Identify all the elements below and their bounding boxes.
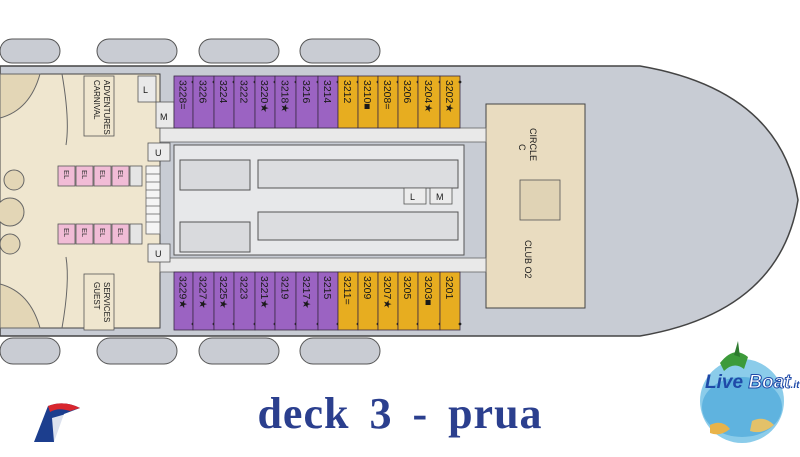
club-o2-label: CLUB O2 [523,240,533,279]
carnival-adventures-label-2: ADVENTURES [102,80,111,135]
deck-plan-map: CARNIVAL ADVENTURES GUEST SERVICES L M U… [0,38,799,365]
lower-cabin-number: 3225★ [217,276,229,309]
upper-cabin-number: 3212 [341,80,353,104]
restroom-m-center: M [436,192,444,202]
lower-corridor [159,257,487,273]
lower-cabin-row: 3229★ 3227★ 3225★ 3223 3221★ 3219 3217★ 3215 321… [173,271,462,331]
elevator-label: EL [98,228,107,237]
upper-cabin-number: 3204★ [422,80,434,113]
circle-c-label-2: C [517,144,527,151]
stairs [145,165,161,235]
elevator-lobby [129,223,143,245]
elevator-label: EL [80,228,89,237]
lower-cabin-number: 3227★ [197,276,209,309]
elevator [75,223,94,245]
lower-cabin-number: 3209 [361,276,373,300]
upper-cabin-number: 3220★ [258,80,270,113]
lobby-curves [0,73,41,329]
circle-c-label: CIRCLE [528,128,538,161]
restroom-l-top: L [143,85,148,95]
restroom-l-center: L [410,192,415,202]
upper-cabin-divider [458,80,462,84]
lower-cabin-number: 3229★ [177,276,189,309]
carnival-funnel-logo [34,403,80,442]
restroom-m-top: M [160,112,168,122]
elevator-label: EL [80,170,89,179]
liveboat-suffix: .it [790,380,800,391]
central-service-block [173,144,465,256]
elevator-bank-bottom: EL EL EL EL [57,223,143,245]
liveboat-live: Live [705,372,744,393]
upper-cabin-row: 3228= 3226 3224 3222 3220★ 3218★ 3216 3214 3212 3… [173,75,462,129]
upper-cabin-number: 3216 [300,80,312,104]
upper-cabin-number: 3208= [381,80,393,110]
upper-corridor [159,127,487,143]
lower-cabin-number: 3221★ [258,276,270,309]
forward-lounge-inner [519,179,561,221]
upper-cabin-number: 3224 [217,80,229,104]
lower-cabin-number: 3201 [443,276,455,300]
lifeboats-bottom [0,337,381,365]
elevator [111,165,130,187]
liveboat-logo-text: Live Boat.it [705,372,799,394]
elevator-label: EL [116,228,125,237]
elevator-label: EL [98,170,107,179]
upper-cabin-number: 3214 [321,80,333,104]
lower-cabin-number: 3211= [341,276,353,305]
upper-cabin-number: 3210■ [361,80,373,110]
elevator-lobby [129,165,143,187]
elevator-label: EL [62,170,71,179]
guest-services-room [83,273,115,331]
guest-services-label: GUEST [92,282,101,310]
upper-cabin-number: 3222 [238,80,250,104]
upper-cabin-number: 3202★ [443,80,455,113]
lower-cabin-3201 [439,271,461,331]
upper-cabin-number: 3206 [401,80,413,104]
liveboat-logo [700,341,784,443]
lower-cabin-number: 3203■ [422,276,434,306]
elevator-bank-top: EL EL EL EL [57,165,143,187]
elevator-label: EL [62,228,71,237]
elevator [93,223,112,245]
lower-cabin-number: 3223 [238,276,250,300]
elevator [57,223,76,245]
elevator [111,223,130,245]
upper-cabin-number: 3218★ [279,80,291,113]
upper-cabin-3202 [439,75,461,129]
elevator [75,165,94,187]
guest-services-label-2: SERVICES [102,282,111,322]
deck-title: deck 3 - prua [257,389,543,438]
lower-cabin-number: 3217★ [300,276,312,309]
lower-cabin-divider [458,322,462,326]
utility-u-top: U [155,148,162,158]
utility-rooms [147,142,171,263]
elevator [57,165,76,187]
carnival-adventures-room [83,75,115,137]
elevator [93,165,112,187]
lifeboats-top [0,38,381,64]
lower-cabin-number: 3219 [279,276,291,300]
lobby-floor [0,73,161,329]
carnival-adventures-label: CARNIVAL [92,80,101,120]
elevator-label: EL [116,170,125,179]
restrooms-top [137,75,175,129]
restrooms-center [403,187,453,205]
upper-cabin-number: 3228= [177,80,189,110]
lower-cabin-number: 3207★ [381,276,393,309]
utility-u-bottom: U [155,249,162,259]
lower-cabin-number: 3215 [321,276,333,300]
lower-cabin-number: 3205 [401,276,413,300]
liveboat-boat: Boat [748,372,791,394]
upper-cabin-number: 3226 [197,80,209,104]
